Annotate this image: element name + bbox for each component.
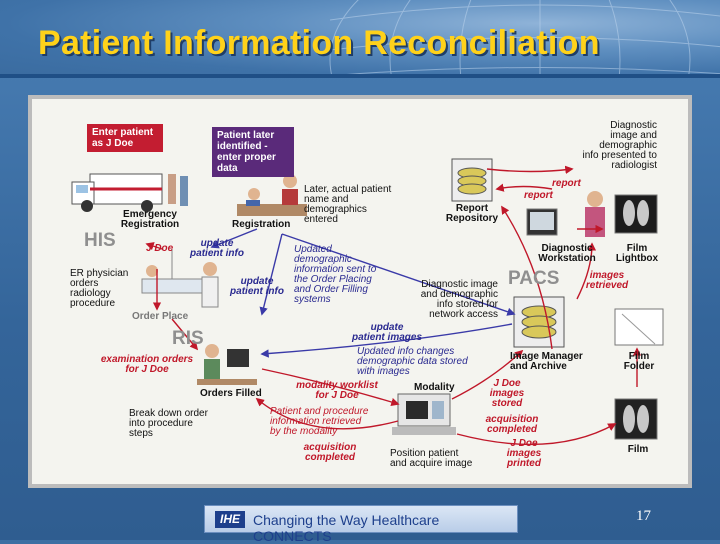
j-doe-images-printed-flow-label: J Doe images printed <box>506 438 542 469</box>
orders-filled-label: Orders Filled <box>200 388 262 399</box>
image-manager-icon <box>513 296 565 348</box>
workflow-diagram: Enter patient as J Doe Patient later ide… <box>28 95 692 488</box>
report-flow-label-2: report <box>524 190 553 201</box>
film-folder-label: Film Folder <box>623 351 655 372</box>
globe-graphic <box>329 0 720 78</box>
break-down-note: Break down order into procedure steps <box>129 408 208 439</box>
ihe-logo: IHE <box>215 511 245 528</box>
pacs-label: PACS <box>508 268 560 289</box>
update-patient-info-flow-label: update patient info <box>190 238 244 259</box>
footer-badge: IHE Changing the Way Healthcare CONNECTS <box>204 505 518 544</box>
modality-worklist-flow-label: modality worklist for J Doe <box>296 380 378 401</box>
report-repository-label: Report Repository <box>445 203 499 224</box>
updated-info-changes-note: Updated info changes demographic data st… <box>357 346 468 377</box>
patient-procedure-note: Patient and procedure information retrie… <box>270 406 369 437</box>
report-repository-icon <box>451 158 493 202</box>
patient-later-box: Patient later identified - enter proper … <box>212 127 294 177</box>
radiologist-icon <box>526 191 605 237</box>
examination-orders-flow-label: examination orders for J Doe <box>100 354 194 375</box>
his-label: HIS <box>84 230 116 251</box>
title-underline <box>0 74 720 78</box>
film-lightbox-label: Film Lightbox <box>615 243 659 264</box>
slide-title: Patient Information Reconciliation <box>38 24 600 62</box>
page-number: 17 <box>636 508 651 524</box>
order-placer-label: Order Place <box>132 311 189 322</box>
footer-tagline: Changing the Way Healthcare CONNECTS <box>253 512 440 544</box>
diagnostic-stored-note: Diagnostic image and demographic info st… <box>420 279 498 320</box>
ambulance-icon <box>71 173 188 212</box>
position-patient-note: Position patient and acquire image <box>390 448 473 469</box>
acquisition-completed-flow-label-2: acquisition completed <box>303 442 357 463</box>
registration-desk-icon <box>237 174 307 216</box>
acquisition-completed-flow-label: acquisition completed <box>485 414 539 435</box>
later-actual-note: Later, actual patient name and demograph… <box>304 184 392 225</box>
j-doe-images-stored-flow-label: J Doe images stored <box>489 378 525 409</box>
er-physician-note: ER physician orders radiology procedure <box>70 268 129 309</box>
report-flow-label: report <box>552 178 581 189</box>
diagnostic-workstation-label: Diagnostic Workstation <box>538 243 596 264</box>
update-patient-info-flow-label-2: update patient info <box>230 276 284 297</box>
orders-filled-icon <box>197 344 257 385</box>
updated-demographic-note: Updated demographic information sent to … <box>294 244 377 305</box>
film-folder-icon <box>614 308 664 346</box>
j-doe-flow-label: J Doe <box>146 243 174 254</box>
title-band: Patient Information Reconciliation <box>0 0 720 78</box>
ris-label: RIS <box>172 328 204 349</box>
images-retrieved-flow-label: images retrieved <box>585 270 629 291</box>
update-patient-images-flow-label: update patient images <box>351 322 423 343</box>
film-label: Film <box>627 444 649 455</box>
image-manager-label: Image Manager and Archive <box>510 351 583 372</box>
diagram-graphics <box>71 158 664 446</box>
diagnostic-presented-note: Diagnostic image and demographic info pr… <box>582 120 658 171</box>
emergency-registration-label: Emergency Registration <box>120 209 180 230</box>
modality-label: Modality <box>414 382 455 393</box>
enter-patient-box: Enter patient as J Doe <box>87 124 163 152</box>
film-lightbox-icon <box>614 194 658 234</box>
film-icon <box>614 398 658 440</box>
modality-icon <box>392 393 456 435</box>
registration-label: Registration <box>232 219 291 230</box>
